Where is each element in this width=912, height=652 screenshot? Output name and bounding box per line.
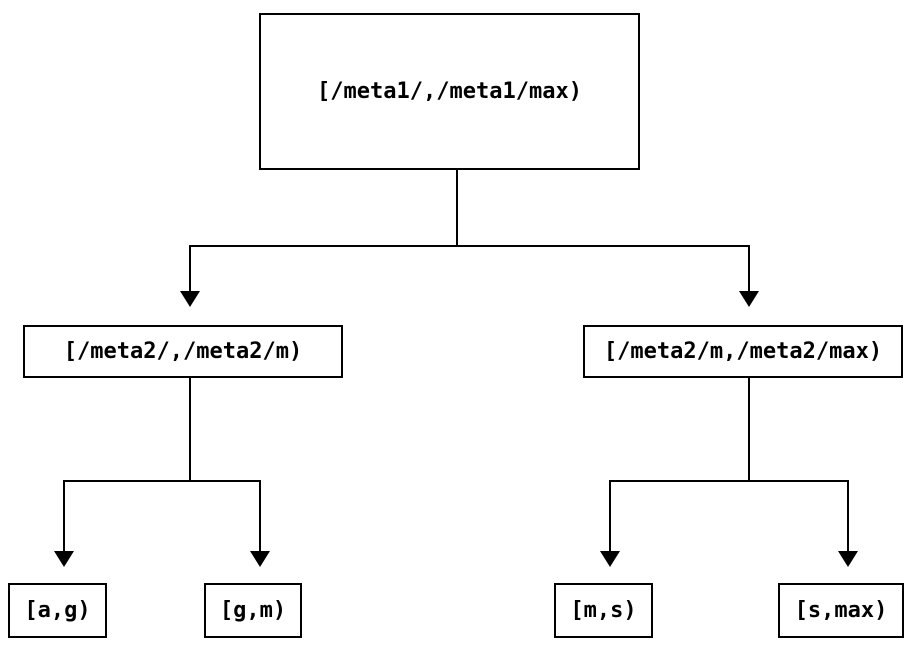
arrowhead-down-icon xyxy=(838,551,858,567)
arrowhead-down-icon xyxy=(739,291,759,307)
node-leaf-m-s: [m,s) xyxy=(554,583,653,638)
connector-drop-leaf-2 xyxy=(259,480,261,552)
arrowhead-down-icon xyxy=(180,291,200,307)
node-leaf-s-max: [s,max) xyxy=(778,583,904,638)
node-meta2-left-range: [/meta2/,/meta2/m) xyxy=(23,325,343,378)
connector-drop-leaf-3 xyxy=(609,480,611,552)
connector-drop-right xyxy=(748,245,750,292)
connector-drop-leaf-1 xyxy=(63,480,65,552)
connector-left-subtree-crossbar xyxy=(63,480,261,482)
arrowhead-down-icon xyxy=(600,551,620,567)
arrowhead-down-icon xyxy=(250,551,270,567)
node-leaf-g-m: [g,m) xyxy=(204,583,302,638)
connector-right-subtree-crossbar xyxy=(609,480,849,482)
connector-drop-leaf-4 xyxy=(847,480,849,552)
connector-level1-crossbar xyxy=(189,245,750,247)
node-root-range: [/meta1/,/meta1/max) xyxy=(259,13,640,170)
connector-drop-left xyxy=(189,245,191,292)
arrowhead-down-icon xyxy=(54,551,74,567)
connector-left-subtree-trunk xyxy=(189,378,191,482)
node-meta2-right-range: [/meta2/m,/meta2/max) xyxy=(583,325,903,378)
node-leaf-a-g: [a,g) xyxy=(8,583,107,638)
connector-right-subtree-trunk xyxy=(748,378,750,482)
connector-root-trunk xyxy=(456,170,458,247)
